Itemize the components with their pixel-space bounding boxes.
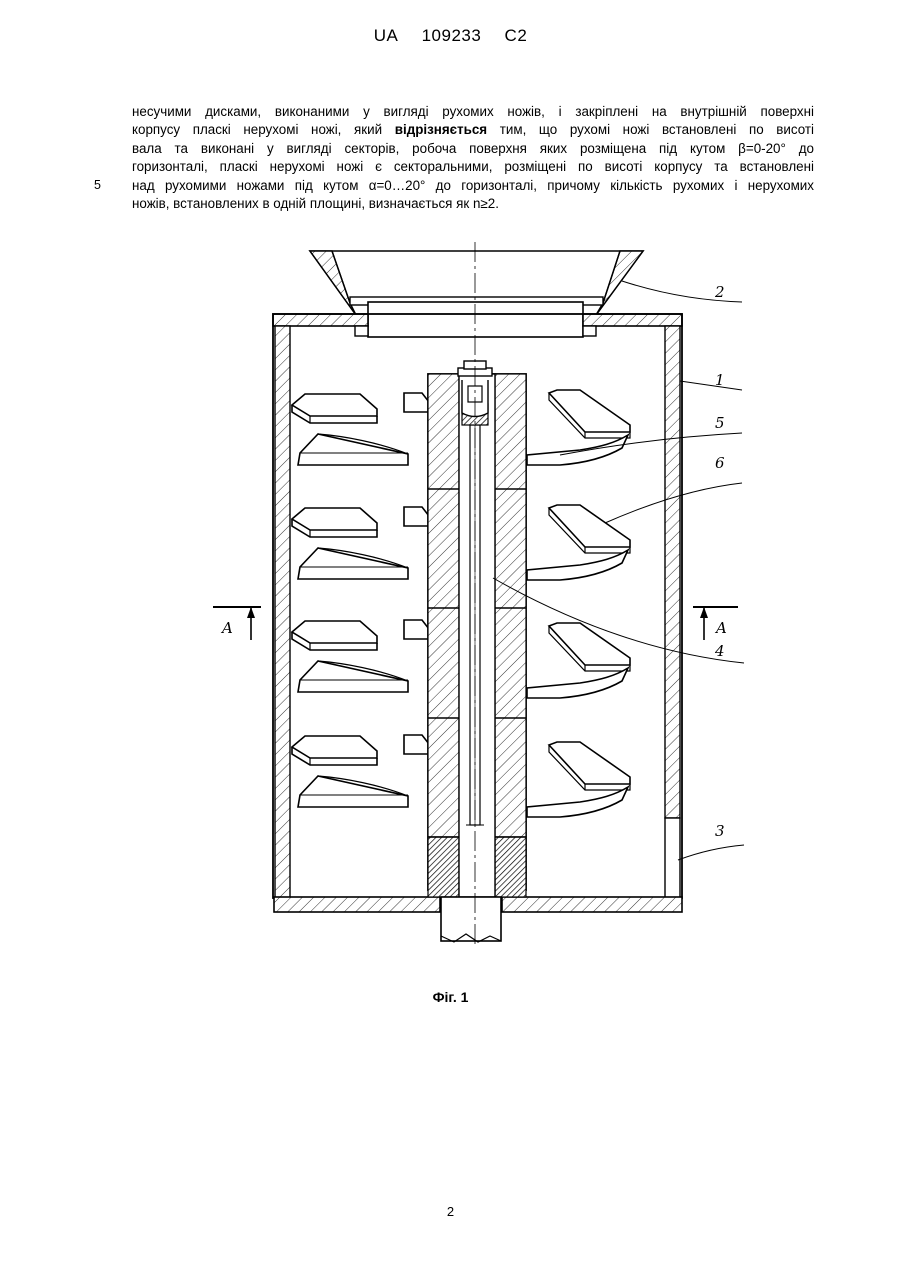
label-5: 5 bbox=[715, 414, 725, 432]
shaft bbox=[428, 242, 526, 945]
figure-caption: Фіг. 1 bbox=[0, 989, 901, 1005]
label-2: 2 bbox=[714, 283, 725, 301]
label-1: 1 bbox=[715, 371, 725, 389]
page-number: 2 bbox=[0, 1204, 901, 1219]
section-marker-left bbox=[213, 607, 261, 640]
label-3: 3 bbox=[715, 822, 725, 840]
label-4: 4 bbox=[714, 642, 725, 660]
label-6: 6 bbox=[715, 454, 725, 472]
section-label-left: A bbox=[220, 619, 233, 637]
section-label-right: A bbox=[714, 619, 727, 637]
